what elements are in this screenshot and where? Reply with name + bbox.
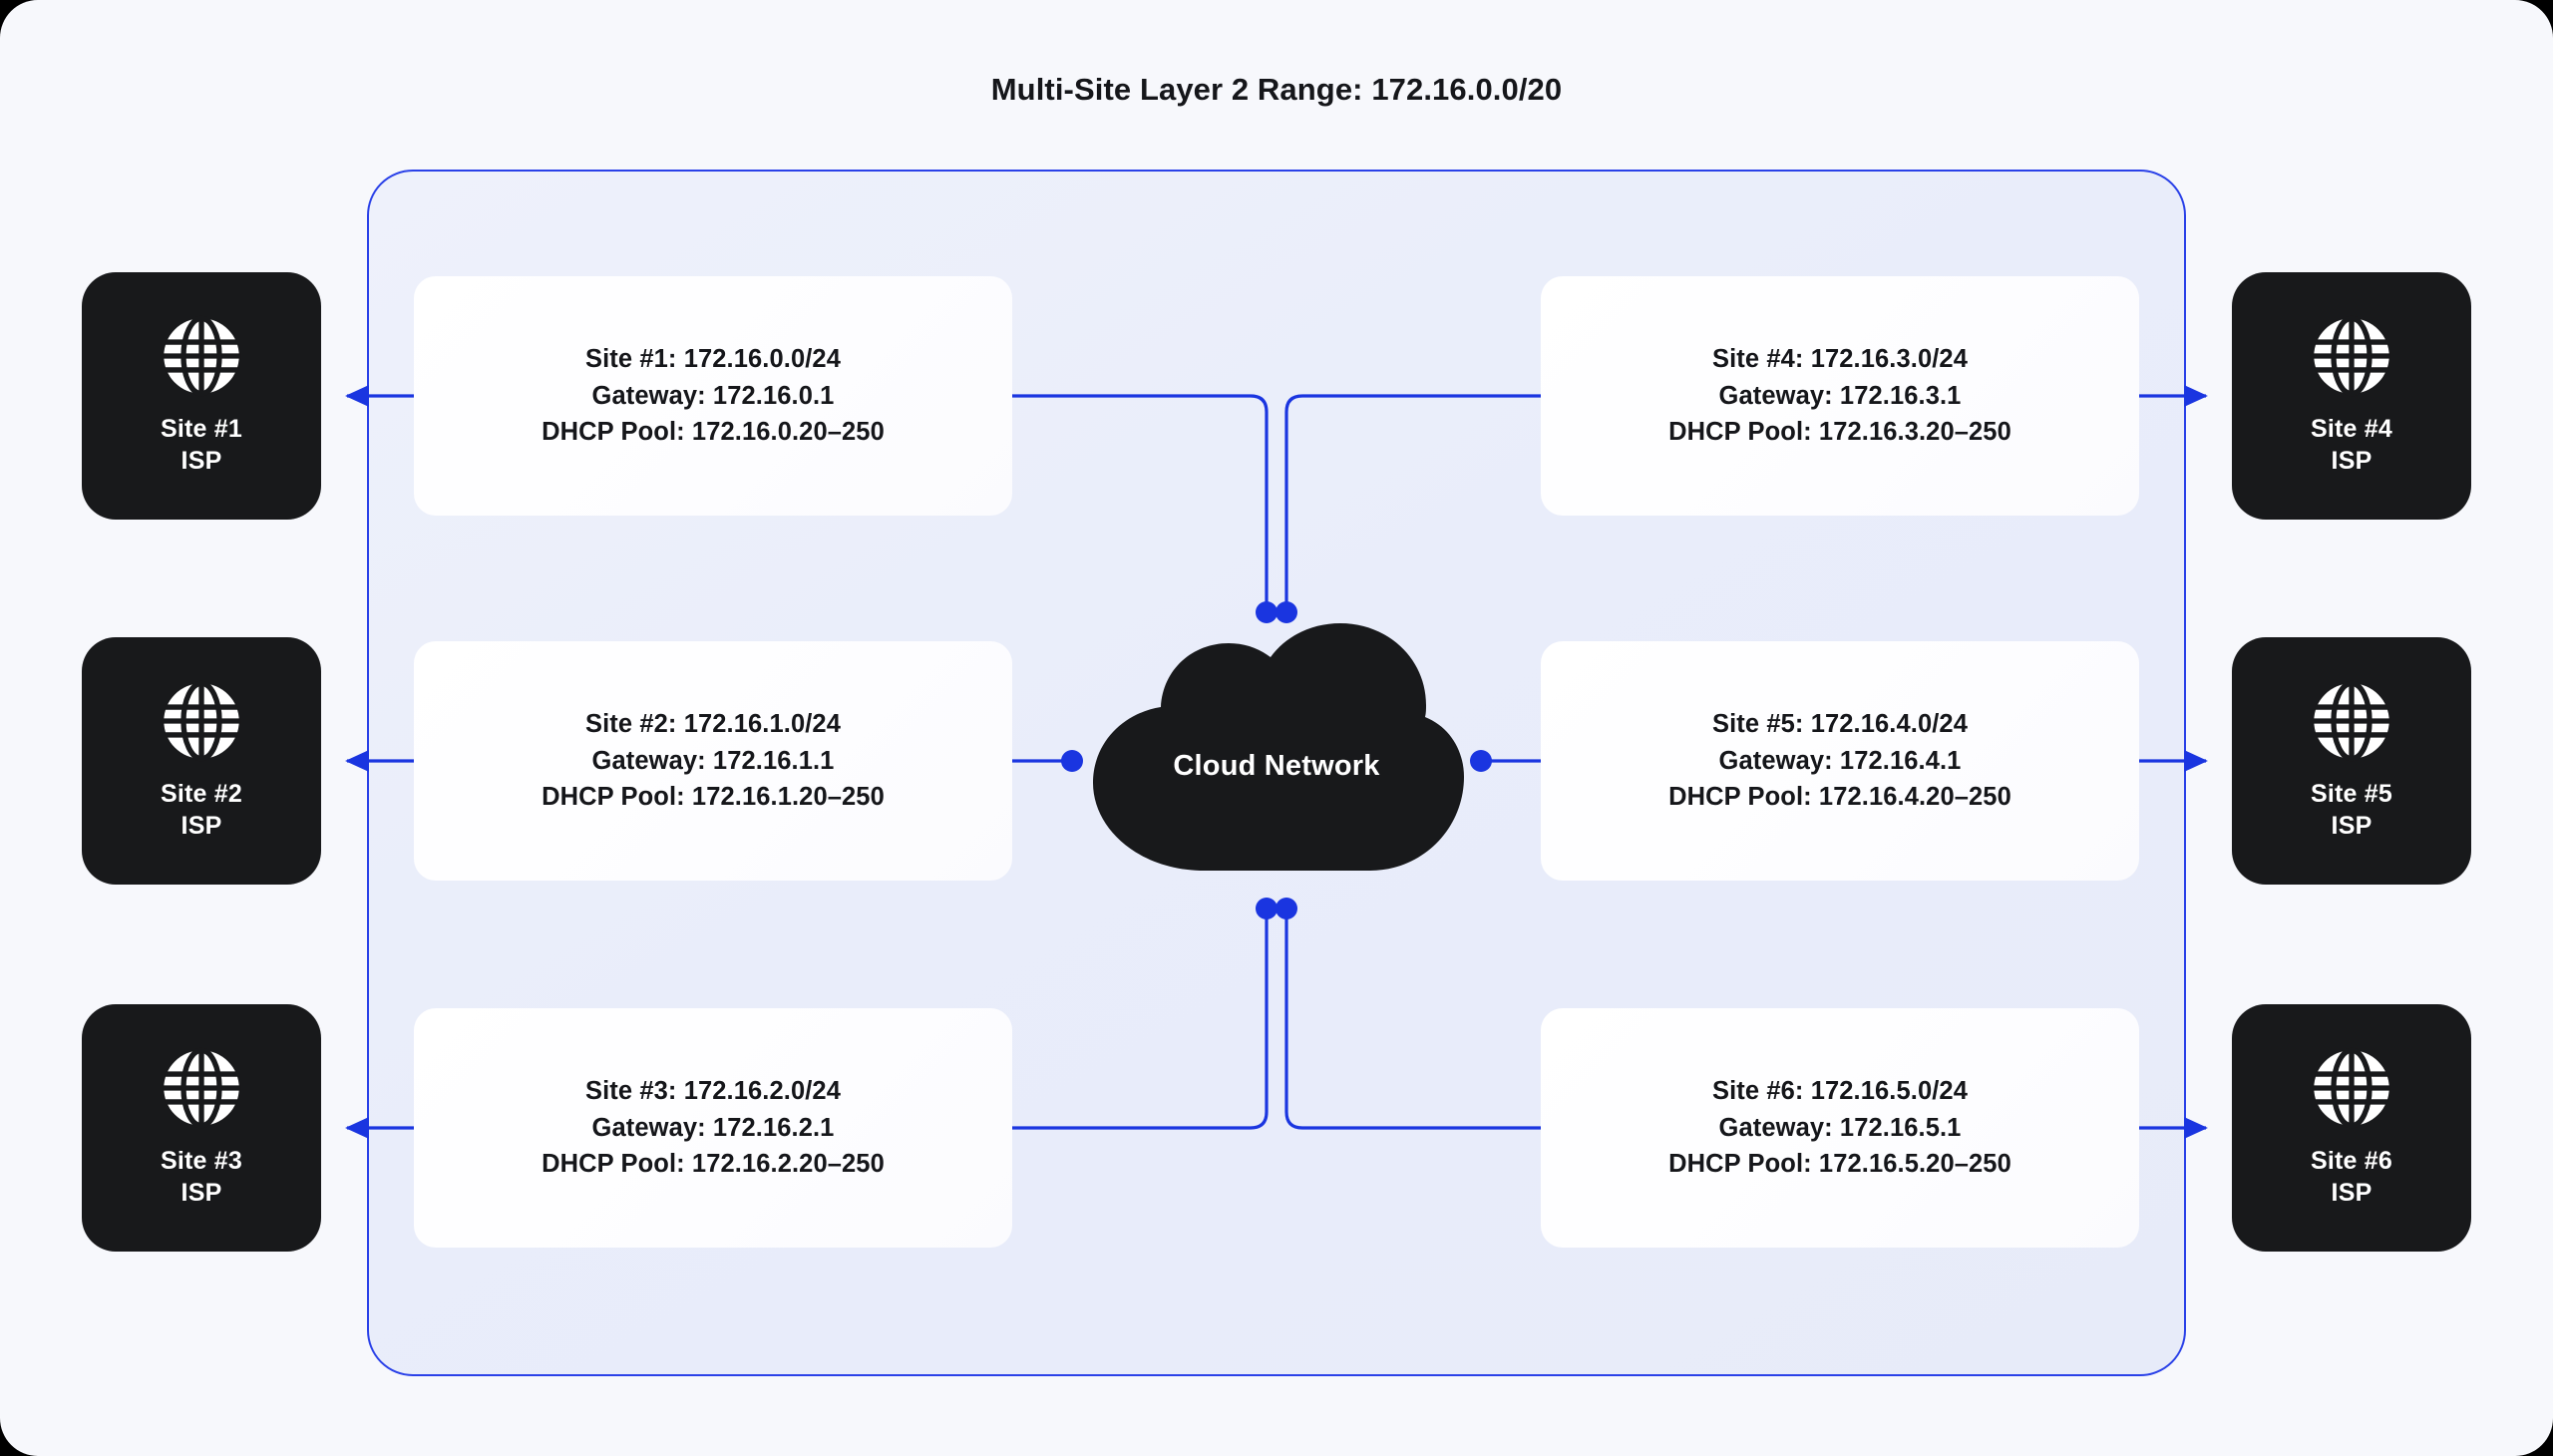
isp-node-site-6[interactable]: Site #6 ISP — [2232, 1004, 2471, 1252]
isp-node-site-3[interactable]: Site #3 ISP — [82, 1004, 321, 1252]
site-dhcp-pool: DHCP Pool: 172.16.5.20–250 — [1668, 1150, 2011, 1179]
isp-node-subtitle: ISP — [181, 447, 222, 475]
site-gateway: Gateway: 172.16.1.1 — [591, 746, 835, 775]
site-dhcp-pool: DHCP Pool: 172.16.3.20–250 — [1668, 418, 2011, 447]
globe-icon — [2312, 680, 2391, 762]
site-subnet: Site #2: 172.16.1.0/24 — [585, 709, 841, 738]
globe-icon — [162, 1047, 241, 1129]
site-gateway: Gateway: 172.16.2.1 — [591, 1113, 835, 1142]
isp-node-site-1[interactable]: Site #1 ISP — [82, 272, 321, 520]
isp-node-title: Site #5 — [2310, 780, 2392, 808]
site-card-6[interactable]: Site #6: 172.16.5.0/24 Gateway: 172.16.5… — [1541, 1008, 2139, 1248]
isp-node-subtitle: ISP — [2331, 1179, 2372, 1207]
cloud-network-label: Cloud Network — [1173, 749, 1380, 782]
cloud-icon — [1093, 623, 1464, 871]
isp-node-title: Site #3 — [160, 1147, 242, 1175]
isp-node-site-5[interactable]: Site #5 ISP — [2232, 637, 2471, 885]
isp-node-site-4[interactable]: Site #4 ISP — [2232, 272, 2471, 520]
site-gateway: Gateway: 172.16.3.1 — [1718, 381, 1962, 410]
site-subnet: Site #5: 172.16.4.0/24 — [1712, 709, 1968, 738]
site-dhcp-pool: DHCP Pool: 172.16.1.20–250 — [542, 783, 885, 812]
isp-node-title: Site #2 — [160, 780, 242, 808]
page-title: Multi-Site Layer 2 Range: 172.16.0.0/20 — [990, 72, 1563, 107]
globe-icon — [162, 315, 241, 397]
site-dhcp-pool: DHCP Pool: 172.16.2.20–250 — [542, 1150, 885, 1179]
isp-node-title: Site #4 — [2310, 415, 2392, 443]
site-card-3[interactable]: Site #3: 172.16.2.0/24 Gateway: 172.16.2… — [414, 1008, 1012, 1248]
site-card-1[interactable]: Site #1: 172.16.0.0/24 Gateway: 172.16.0… — [414, 276, 1012, 516]
isp-node-subtitle: ISP — [181, 1179, 222, 1207]
isp-node-title: Site #6 — [2310, 1147, 2392, 1175]
site-subnet: Site #1: 172.16.0.0/24 — [585, 344, 841, 373]
site-gateway: Gateway: 172.16.5.1 — [1718, 1113, 1962, 1142]
site-dhcp-pool: DHCP Pool: 172.16.0.20–250 — [542, 418, 885, 447]
globe-icon — [162, 680, 241, 762]
site-card-2[interactable]: Site #2: 172.16.1.0/24 Gateway: 172.16.1… — [414, 641, 1012, 881]
isp-node-subtitle: ISP — [2331, 812, 2372, 840]
site-dhcp-pool: DHCP Pool: 172.16.4.20–250 — [1668, 783, 2011, 812]
site-gateway: Gateway: 172.16.0.1 — [591, 381, 835, 410]
site-subnet: Site #6: 172.16.5.0/24 — [1712, 1076, 1968, 1105]
site-card-4[interactable]: Site #4: 172.16.3.0/24 Gateway: 172.16.3… — [1541, 276, 2139, 516]
isp-node-site-2[interactable]: Site #2 ISP — [82, 637, 321, 885]
isp-node-subtitle: ISP — [2331, 447, 2372, 475]
globe-icon — [2312, 315, 2391, 397]
site-subnet: Site #4: 172.16.3.0/24 — [1712, 344, 1968, 373]
isp-node-subtitle: ISP — [181, 812, 222, 840]
site-card-5[interactable]: Site #5: 172.16.4.0/24 Gateway: 172.16.4… — [1541, 641, 2139, 881]
cloud-network-node[interactable]: Cloud Network — [1085, 623, 1468, 871]
site-gateway: Gateway: 172.16.4.1 — [1718, 746, 1962, 775]
isp-node-title: Site #1 — [160, 415, 242, 443]
site-subnet: Site #3: 172.16.2.0/24 — [585, 1076, 841, 1105]
globe-icon — [2312, 1047, 2391, 1129]
